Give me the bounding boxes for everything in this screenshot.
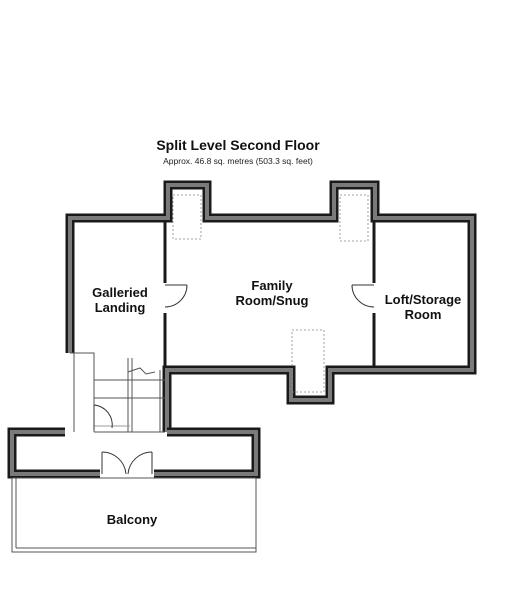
plan-title: Split Level Second Floor (156, 137, 320, 153)
stair-area (70, 352, 165, 433)
room-label-loft-storage: Loft/Storage Room (384, 292, 462, 322)
wall-lower-outline (7, 427, 261, 479)
room-label-galleried-landing: Galleried Landing (92, 285, 148, 315)
exterior-walls (7, 180, 477, 479)
doors (93, 284, 375, 475)
interior-walls (163, 222, 376, 368)
rooflights (172, 194, 369, 393)
balcony-outline (11, 477, 257, 553)
room-label-balcony: Balcony (106, 512, 158, 527)
plan-area-subtitle: Approx. 46.8 sq. metres (503.3 sq. feet) (163, 156, 313, 166)
room-label-family-room: Family Room/Snug (235, 278, 309, 308)
